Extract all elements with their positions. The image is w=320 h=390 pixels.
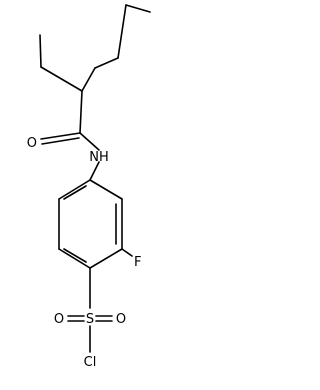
- chlorine-label: Cl: [84, 355, 97, 370]
- sulfur-label: S: [86, 312, 94, 327]
- ring-double-bond-2: [63, 248, 87, 263]
- ring-bond-4: [58, 248, 91, 269]
- bond-nitrogen-ring: [89, 161, 100, 181]
- bond-ethyl-c1-c2: [39, 34, 42, 68]
- bond-alpha-carbonyl: [79, 90, 83, 134]
- sulfonyl-oxygen-right-label: O: [116, 312, 126, 327]
- bond-carbonyl-nitrogen: [79, 132, 100, 151]
- molecule-structure: O NH F S O O Cl: [27, 4, 151, 370]
- bond-butyl-c2-c3: [117, 4, 127, 59]
- bond-butyl-c3-c4: [94, 57, 119, 69]
- carbonyl-oxygen-label: O: [27, 136, 37, 151]
- bond-carbonyl-oxygen-2: [41, 137, 80, 145]
- atom-labels: O NH F S O O Cl: [27, 136, 142, 370]
- bond-butyl-c4-alpha: [81, 67, 96, 92]
- ring-bond-3: [89, 248, 123, 269]
- bond-butyl-c1-c2: [125, 4, 151, 13]
- bond-ring-fluorine: [121, 248, 133, 257]
- ring-bond-1: [89, 179, 123, 200]
- ring-double-bond-3: [63, 185, 87, 200]
- fluorine-label: F: [134, 255, 141, 270]
- ring-bond-6: [58, 179, 91, 200]
- sulfonyl-oxygen-left-label: O: [54, 312, 64, 327]
- bond-alpha-ethyl: [40, 66, 83, 92]
- amide-nh-label: NH: [89, 150, 109, 165]
- bonds: [39, 4, 151, 353]
- bond-carbonyl-oxygen-1: [40, 132, 81, 140]
